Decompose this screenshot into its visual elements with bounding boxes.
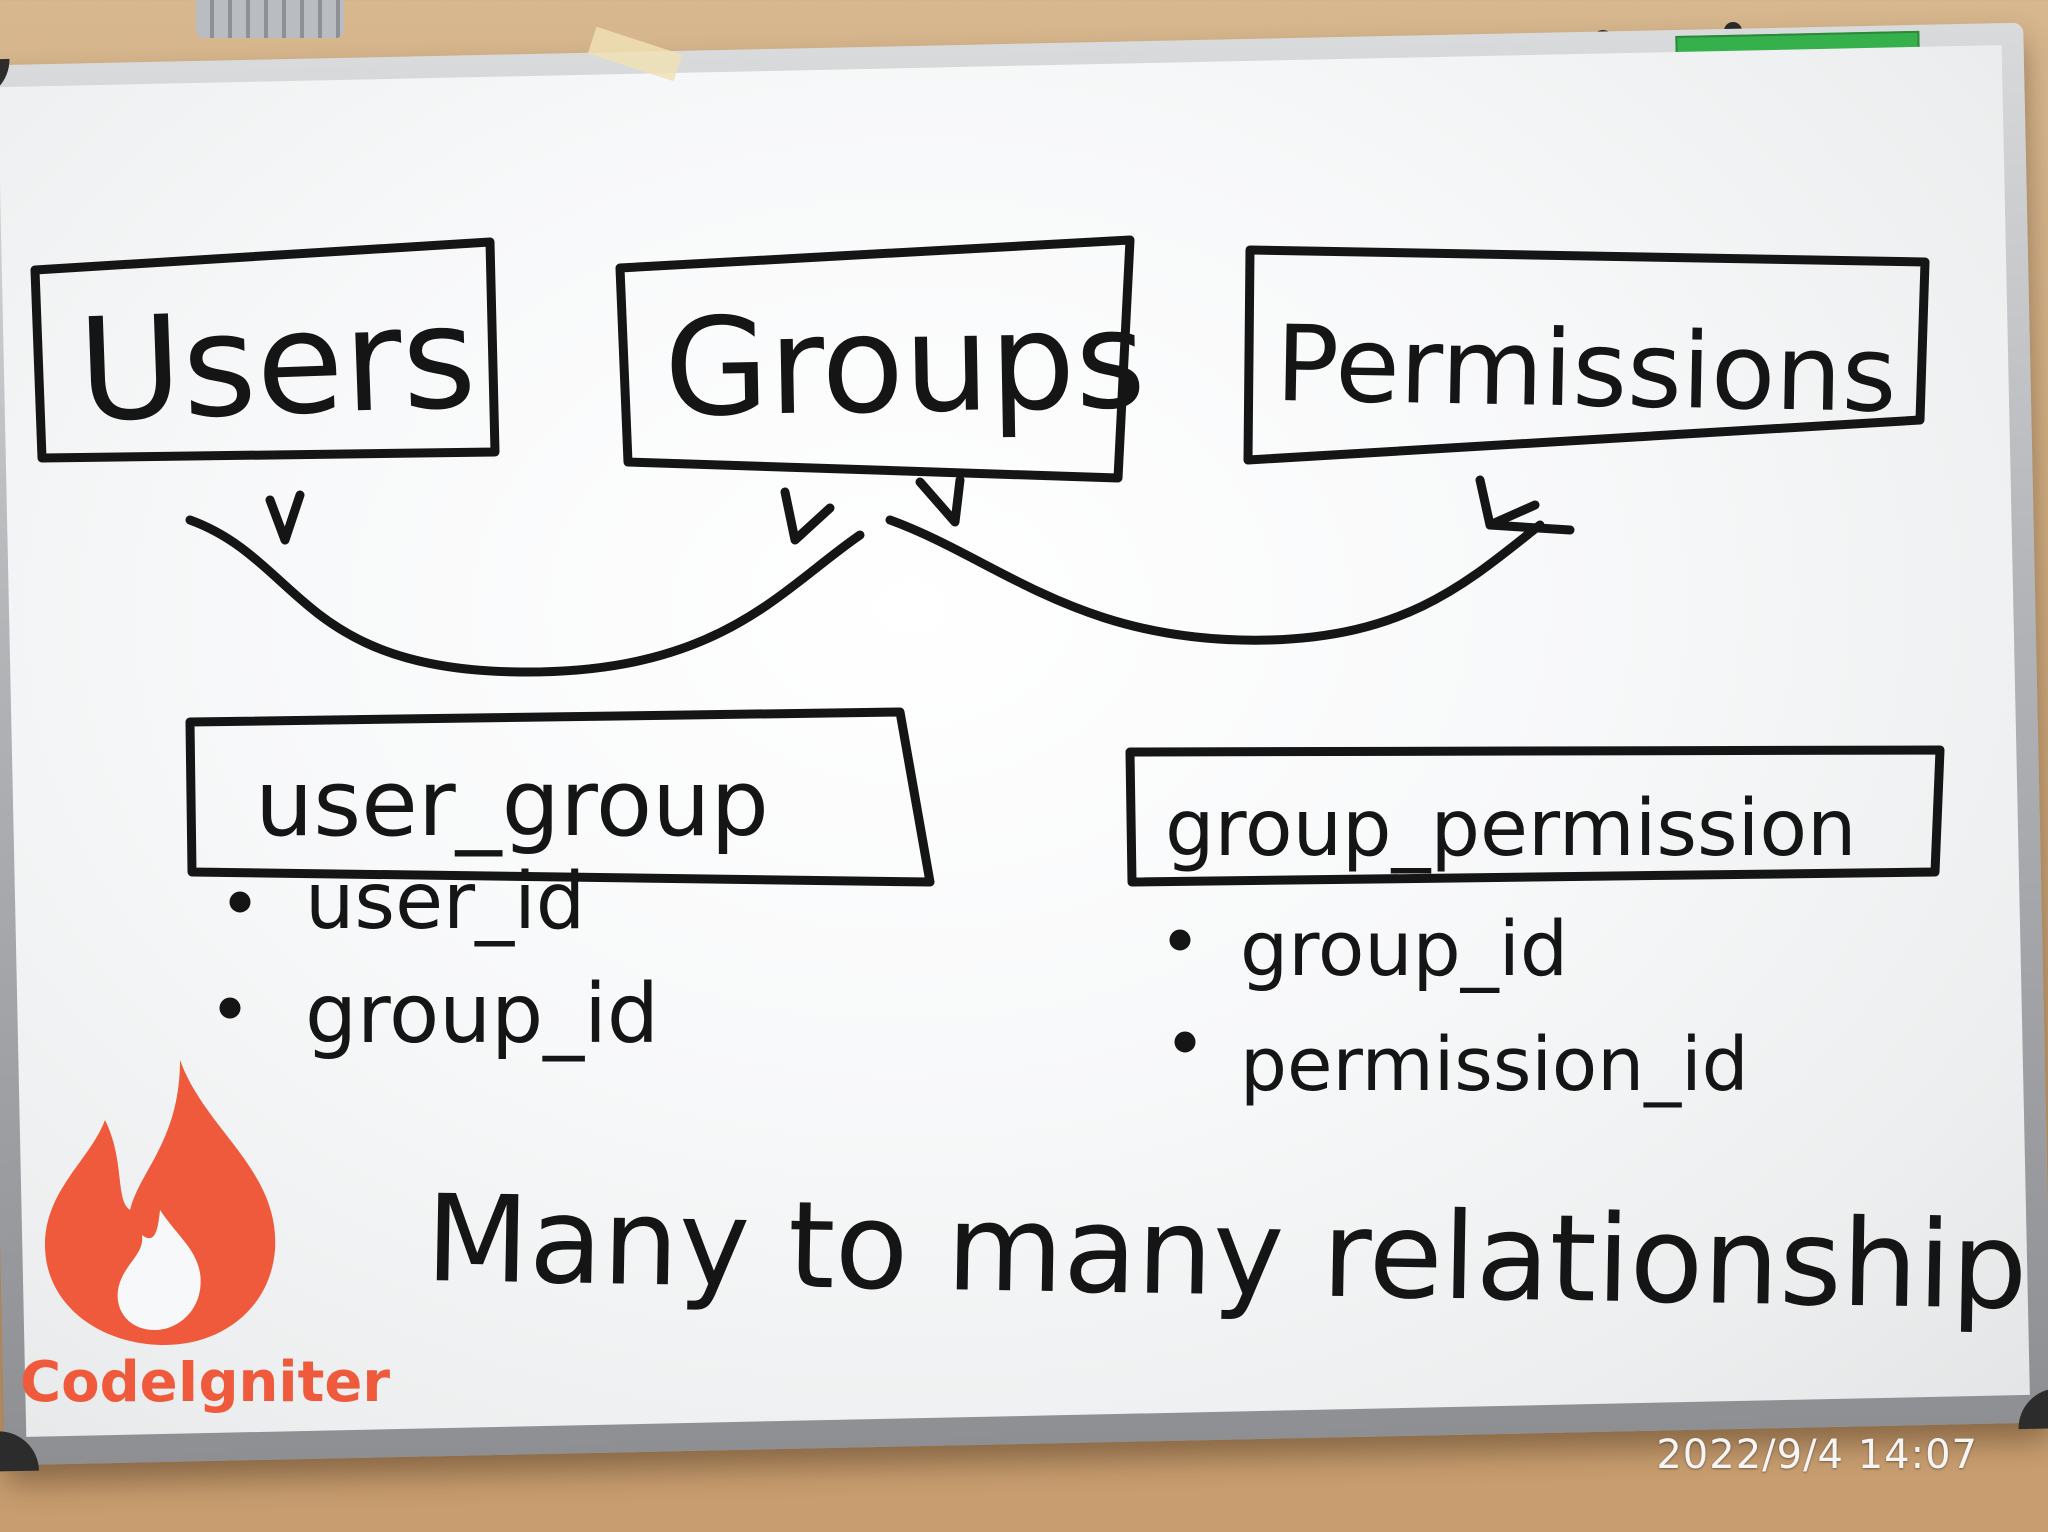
entity-users-label: Users (75, 275, 478, 454)
crowsfoot-groups-left (780, 487, 835, 545)
user-group-field-1: user_id (305, 857, 585, 947)
codeigniter-logo: CodeIgniter (20, 1050, 390, 1430)
entity-groups-label: Groups (663, 282, 1147, 447)
users-groups-curve (185, 515, 865, 677)
crowsfoot-permissions (1475, 475, 1575, 535)
diagram-caption: Many to many relationship (424, 1170, 2028, 1337)
wall-clip (196, 0, 344, 38)
group-permission-field-1: group_id (1240, 904, 1568, 993)
entity-permissions-label: Permissions (1275, 303, 1898, 436)
junction-group-permission-label: group_permission (1165, 784, 1857, 874)
crowsfoot-users (265, 490, 305, 545)
photo-timestamp: 2022/9/4 14:07 (1656, 1432, 1978, 1478)
group-permission-field-2: permission_id (1240, 1022, 1749, 1108)
user-group-box (185, 707, 935, 887)
logo-text: CodeIgniter (20, 1350, 390, 1415)
user-group-field-2: group_id (305, 967, 659, 1062)
groups-permissions-curve (885, 515, 1545, 645)
users-box (30, 237, 500, 463)
group-permission-box (1125, 745, 1945, 887)
junction-user-group-label: user_group (255, 750, 769, 857)
groups-box (615, 235, 1135, 483)
permissions-box (1243, 245, 1930, 465)
flame-icon (45, 1060, 276, 1345)
crowsfoot-groups-right (915, 475, 965, 527)
